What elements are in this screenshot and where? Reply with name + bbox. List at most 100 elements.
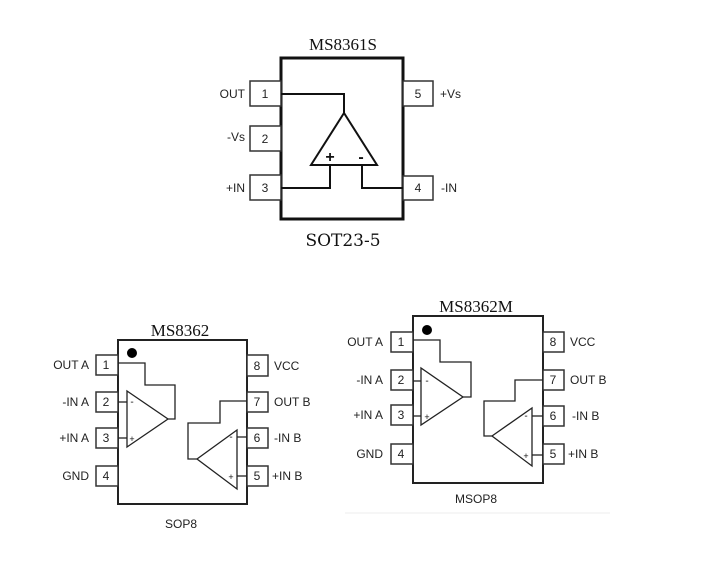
pin-5: 5 +IN B (542, 443, 598, 465)
pin-label: GND (62, 469, 89, 483)
pin-number: 5 (415, 87, 422, 101)
pin-4: 4 GND (62, 465, 119, 487)
minus-sign: - (130, 397, 133, 408)
plus-sign: + (228, 472, 233, 482)
pin-label: +IN B (272, 469, 302, 483)
pin-1: 1 OUT (220, 80, 282, 107)
pin-pad (246, 427, 269, 449)
pin-label: -IN (441, 181, 457, 195)
package-label: SOP8 (165, 517, 197, 531)
chip-ms8361s: MS8361S 1 OUT 2 -Vs 3 +IN 5 +Vs 4 -IN (220, 35, 461, 251)
pin-1: 1 OUT A (53, 354, 119, 376)
pin-label: OUT B (274, 395, 310, 409)
chip-ms8362m: MS8362M 1 OUT A 2 -IN A 3 +IN A 4 GND 8 (345, 297, 610, 514)
minus-sign: - (358, 149, 363, 166)
pin-label: OUT A (53, 358, 89, 372)
output-feedback-wire (187, 400, 247, 460)
pin-4: 4 -IN (402, 175, 457, 201)
pin-label: +Vs (440, 87, 461, 101)
pin-7: 7 OUT B (246, 391, 310, 413)
minus-sign: - (229, 432, 232, 443)
minus-sign: - (425, 376, 428, 387)
plus-sign: + (424, 412, 429, 422)
pin-label: OUT (220, 87, 246, 101)
pin-2: 2 -Vs (227, 125, 282, 152)
pin-1: 1 OUT A (347, 331, 414, 353)
pin1-indicator-dot (127, 348, 137, 358)
pin-label: -IN A (356, 373, 383, 387)
pin-label: +IN A (353, 408, 383, 422)
pin1-indicator-dot (422, 325, 432, 335)
pin-3: 3 +IN A (353, 404, 414, 426)
pin-label: OUT A (347, 335, 383, 349)
chip-title: MS8362M (439, 297, 513, 316)
plus-sign: + (523, 451, 528, 461)
pin-pad (95, 465, 119, 487)
output-feedback-wire (118, 362, 176, 420)
plus-sign: + (325, 149, 334, 166)
pin-number: 5 (254, 469, 261, 483)
pin-pad (402, 80, 434, 107)
chip-body (279, 56, 405, 221)
pin-6: 6 -IN B (542, 405, 599, 427)
pin-7: 7 OUT B (542, 369, 606, 391)
pin-number: 2 (262, 132, 269, 146)
pin-number: 6 (550, 409, 557, 423)
pin-pad (246, 391, 269, 413)
pin-label: OUT B (570, 373, 606, 387)
pin-number: 2 (398, 373, 405, 387)
pin-4: 4 GND (356, 443, 414, 465)
pin-number: 3 (398, 408, 405, 422)
pin-number: 4 (415, 181, 422, 195)
pin-number: 1 (103, 358, 110, 372)
pin-label: VCC (570, 335, 596, 349)
pin-number: 3 (262, 181, 269, 195)
opamp-b: - + (483, 379, 543, 468)
pin-number: 2 (103, 395, 110, 409)
pin-number: 4 (103, 469, 110, 483)
pin-pad (249, 174, 282, 201)
pin-number: 1 (398, 335, 405, 349)
pin-pad (246, 354, 269, 377)
pin-label: -IN B (274, 431, 301, 445)
pin-number: 8 (254, 359, 261, 373)
pin-pad (249, 80, 282, 107)
pin-label: -Vs (227, 130, 245, 144)
pin-2: 2 -IN A (356, 369, 414, 391)
pin-label: +IN A (59, 431, 89, 445)
pin-pad (95, 354, 119, 376)
pin-number: 3 (103, 431, 110, 445)
chip-ms8362: MS8362 1 OUT A 2 -IN A 3 +IN A 4 GND 8 (53, 321, 310, 531)
inverting-input-wire (361, 165, 403, 189)
plus-sign: + (129, 434, 134, 444)
pin-label: -IN A (62, 395, 89, 409)
pin-pad (402, 175, 434, 201)
package-label: SOT23-5 (305, 231, 380, 251)
pin-5: 5 +Vs (402, 80, 461, 107)
opamp-a: - + (413, 339, 472, 427)
pin-pad (390, 331, 414, 353)
pin-number: 7 (550, 373, 557, 387)
noninverting-input-wire (281, 165, 331, 189)
pin-number: 5 (550, 447, 557, 461)
pin-pad (542, 331, 565, 353)
chip-title: MS8361S (309, 35, 377, 54)
pin-pad (542, 443, 565, 465)
pin-label: +IN (226, 181, 245, 195)
pin-label: VCC (274, 359, 300, 373)
minus-sign: - (524, 411, 527, 422)
opamp-symbol (195, 428, 238, 491)
pin-pad (390, 443, 414, 465)
output-wire (281, 93, 345, 113)
package-label: MSOP8 (455, 492, 497, 506)
pin-8: 8 VCC (542, 331, 596, 353)
pin-label: GND (356, 447, 383, 461)
pin-number: 4 (398, 447, 405, 461)
output-feedback-wire (483, 379, 543, 437)
pin-number: 1 (262, 87, 269, 101)
pin-pad (390, 369, 414, 391)
pin-2: 2 -IN A (62, 391, 119, 413)
pin-8: 8 VCC (246, 354, 300, 377)
chip-body (117, 339, 248, 505)
